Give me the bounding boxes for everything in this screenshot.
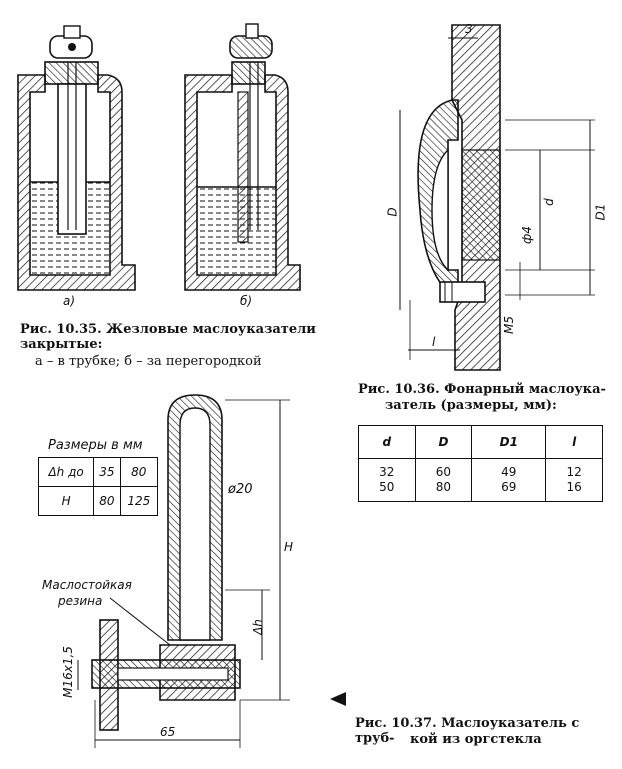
figure-10-37-drawing xyxy=(77,394,346,748)
fig37-dim-dh: Δh xyxy=(250,619,265,635)
fig35-caption-body: а – в трубке; б – за перегородкой xyxy=(35,354,262,369)
fig37-rubber-line1: Маслостойкая xyxy=(42,578,132,592)
fig35-caption-title: Рис. 10.35. Жезловые маслоуказатели закр… xyxy=(20,322,316,352)
table-cell: 125 xyxy=(119,486,159,516)
table-header: d xyxy=(358,425,416,459)
fig36-dim-d: d xyxy=(541,198,556,206)
fig36-dim-D1: D1 xyxy=(593,203,608,221)
fig37-rubber-line2: резина xyxy=(58,594,103,608)
table-row: Δh до 35 80 xyxy=(37,457,159,487)
fig36-dim-3: 3 xyxy=(465,22,473,36)
fig36-dim-M5: М5 xyxy=(502,316,516,334)
table-header-row: d D D1 l xyxy=(358,425,603,459)
fig36-dim-phi4: ф4 xyxy=(519,226,534,244)
table-cell: 32 xyxy=(379,465,395,479)
fig37-caption-line1: Рис. 10.37. Маслоуказатель с труб- xyxy=(355,716,580,746)
figure-pointer-icon xyxy=(330,692,346,706)
fig37-size-table: Δh до 35 80 H 80 125 xyxy=(37,457,159,516)
fig36-caption-line1: Рис. 10.36. Фонарный маслоука- xyxy=(358,382,606,397)
table-row: H 80 125 xyxy=(37,486,159,516)
fig36-dim-D: D xyxy=(385,207,400,217)
table-cell: 69 xyxy=(501,480,517,494)
table-cell: 50 xyxy=(379,480,395,494)
fig37-dim-thread: M16x1,5 xyxy=(60,646,75,698)
fig35-label-a: а) xyxy=(63,294,76,308)
fig37-dim-65: 65 xyxy=(160,725,176,739)
table-cell: 16 xyxy=(566,480,582,494)
tank-a xyxy=(17,25,136,291)
table-cell: 80 xyxy=(435,480,452,494)
figure-10-36-drawing xyxy=(399,24,595,371)
table-cell: 80 xyxy=(119,457,159,487)
table-cell: 12 xyxy=(566,465,582,479)
table-cell: H xyxy=(37,486,95,516)
table-cell: 80 xyxy=(93,486,121,516)
fig37-table-title: Размеры в мм xyxy=(48,438,143,453)
table-cell: 35 xyxy=(93,457,121,487)
table-cell: Δh до xyxy=(37,457,95,487)
table-row: 32 50 60 80 49 69 12 16 xyxy=(358,458,603,502)
fig36-caption-line2: затель (размеры, мм): xyxy=(385,398,557,413)
fig35-label-b: б) xyxy=(240,294,253,308)
fig37-caption-line2: кой из оргстекла xyxy=(410,732,542,747)
fig36-dim-l: l xyxy=(432,335,436,349)
table-header: D xyxy=(414,425,473,459)
fig37-diameter-label: ø20 xyxy=(228,482,253,497)
table-header: D1 xyxy=(471,425,547,459)
table-header: l xyxy=(545,425,603,459)
fig36-dimension-table: d D D1 l 32 50 60 80 49 69 12 16 xyxy=(358,425,603,502)
tank-b xyxy=(184,23,301,291)
fig37-dim-H: H xyxy=(284,540,294,554)
table-cell: 49 xyxy=(501,465,517,479)
table-cell: 60 xyxy=(435,465,452,479)
